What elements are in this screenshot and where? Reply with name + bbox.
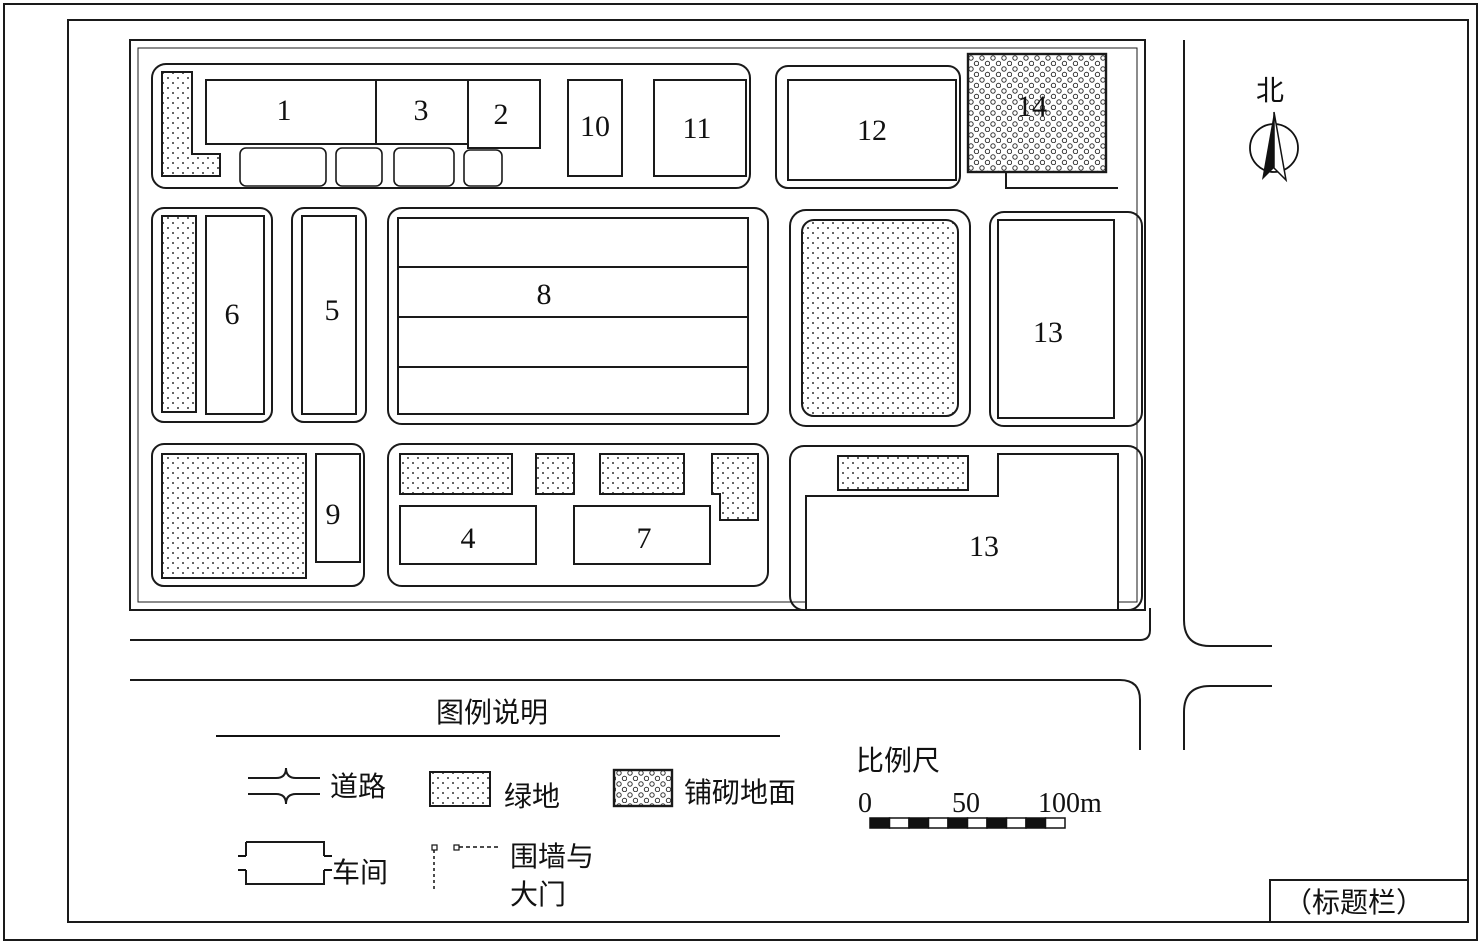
scale-segment	[986, 817, 1008, 829]
building-label-b10: 10	[580, 110, 610, 143]
scale-segment	[888, 817, 910, 829]
scale-segment	[966, 817, 988, 829]
legend-paved-swatch	[612, 768, 674, 808]
scale-segment	[1025, 817, 1047, 829]
scale-title: 比例尺	[856, 744, 940, 777]
building-label-b7: 7	[637, 522, 652, 555]
legend-wall-gate-symbol	[431, 844, 498, 892]
building-6	[205, 215, 265, 415]
legend: 图例说明 道路 绿地 铺砌地面 车间 围墙与	[216, 696, 796, 911]
building-9	[315, 453, 361, 563]
north-label: 北	[1256, 74, 1284, 107]
scale-segment	[947, 817, 969, 829]
legend-road-symbol	[248, 767, 320, 805]
building-5	[301, 215, 357, 415]
block-bottom-center	[387, 443, 769, 587]
building-13-north	[997, 219, 1115, 419]
scale-segment	[1005, 817, 1027, 829]
building-14-paved	[966, 52, 1108, 174]
block-top-right	[775, 52, 1118, 189]
north-arrow: 北	[1249, 74, 1299, 183]
block-top-left	[151, 63, 751, 189]
building-label-b5: 5	[325, 294, 340, 327]
building-10	[567, 79, 623, 177]
scale-tick-0: 0	[858, 788, 872, 819]
drawing-frame	[3, 3, 1478, 941]
scale-segment	[908, 817, 930, 829]
building-label-b9: 9	[326, 498, 341, 531]
building-11	[653, 79, 747, 177]
building-label-b3: 3	[414, 94, 429, 127]
building-1	[205, 79, 377, 145]
legend-workshop-symbol	[238, 841, 332, 885]
building-label-b12: 12	[857, 114, 887, 147]
title-block-box	[1269, 879, 1469, 923]
building-7	[573, 505, 711, 565]
scale-tick-50: 50	[952, 788, 980, 819]
building-label-b8: 8	[537, 278, 552, 311]
legend-road-label: 道路	[330, 770, 386, 803]
block-middle-left	[151, 207, 367, 423]
site-wall	[129, 39, 1146, 611]
building-label-b14: 14	[1017, 90, 1047, 123]
legend-green-swatch	[429, 771, 491, 807]
building-label-b4: 4	[461, 522, 476, 555]
block-middle-center	[387, 207, 769, 425]
building-2	[467, 79, 541, 149]
block-bottom-right	[789, 445, 1143, 611]
legend-wall-gate-label-2: 大门	[510, 878, 566, 911]
legend-title: 图例说明	[436, 696, 548, 729]
legend-workshop-label: 车间	[332, 856, 388, 889]
scale-segment	[1044, 817, 1066, 829]
building-4	[399, 505, 537, 565]
building-label-b1: 1	[277, 94, 292, 127]
building-label-b11: 11	[683, 112, 712, 145]
building-13-south	[805, 453, 1119, 611]
block-middle-right	[789, 209, 1143, 427]
legend-green-label: 绿地	[504, 780, 560, 813]
scale-bar: 比例尺 0 50 100m	[856, 744, 1102, 829]
drawing-inner-frame	[67, 19, 1469, 923]
title-block-label: （标题栏）	[1284, 886, 1424, 919]
legend-wall-gate-label-1: 围墙与	[510, 840, 594, 873]
scale-tick-100: 100m	[1038, 788, 1102, 819]
building-label-b2: 2	[494, 98, 509, 131]
streets	[130, 40, 1272, 750]
building-3	[375, 79, 469, 145]
block-bottom-left	[151, 443, 365, 587]
building-label-b13a: 13	[1033, 316, 1063, 349]
scale-segment	[927, 817, 949, 829]
building-label-b6: 6	[225, 298, 240, 331]
building-label-b13b: 13	[969, 530, 999, 563]
scale-segment	[869, 817, 891, 829]
building-12	[787, 79, 957, 181]
legend-paved-label: 铺砌地面	[684, 776, 796, 809]
